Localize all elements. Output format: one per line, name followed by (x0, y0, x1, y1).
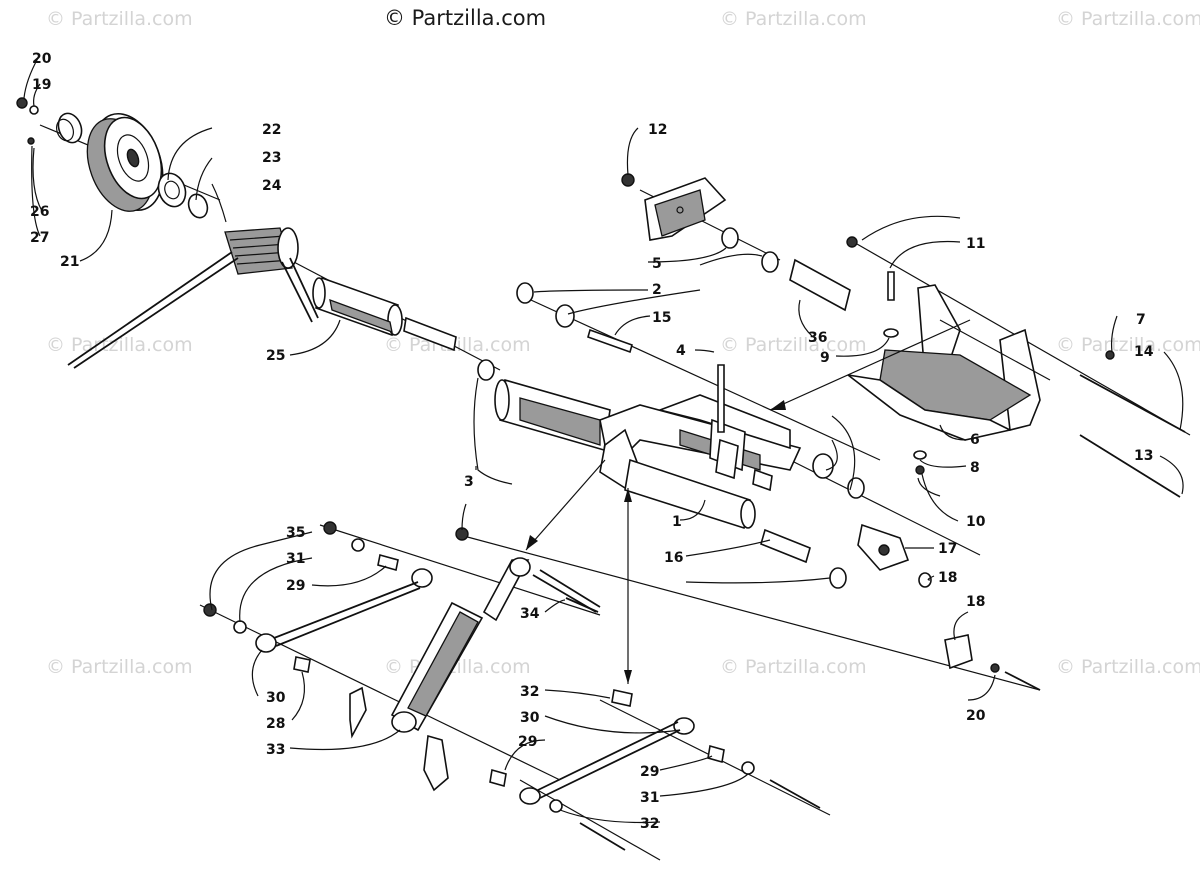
callout-label: 17 (938, 541, 957, 557)
watermark: © Partzilla.com (1056, 656, 1200, 678)
rear-bracket (761, 236, 1186, 498)
watermark: © Partzilla.com (720, 334, 867, 356)
wheel-bearing (157, 172, 209, 219)
callout-label: 1 (672, 514, 682, 530)
callout-label: 30 (266, 690, 286, 706)
spring-tube (312, 276, 457, 352)
callout-label: 31 (286, 551, 305, 567)
torsion-spring (67, 227, 319, 369)
callout-label: 6 (970, 432, 980, 448)
lower-link-arm (489, 597, 821, 851)
callout-labels: 20 19 26 27 21 22 23 24 25 12 5 2 15 4 3… (30, 51, 1154, 832)
idler-wheel (86, 112, 164, 212)
callout-label: 7 (1136, 312, 1146, 328)
callout-label: 28 (266, 716, 285, 732)
callout-label: 29 (286, 578, 305, 594)
callout-label: 8 (970, 460, 980, 476)
callout-label: 30 (520, 710, 540, 726)
callout-label: 22 (262, 122, 281, 138)
wheel-hub-spacer (55, 112, 83, 144)
callout-label: 20 (966, 708, 986, 724)
callout-label: 20 (32, 51, 52, 67)
shaft-bushings (477, 282, 865, 499)
watermark: © Partzilla.com (46, 8, 193, 30)
callout-label: 10 (966, 514, 986, 530)
callout-label: 36 (808, 330, 827, 346)
callout-label: 32 (640, 816, 659, 832)
callout-label: 34 (520, 606, 540, 622)
callout-label: 31 (640, 790, 659, 806)
callout-label: 3 (464, 474, 474, 490)
watermark: © Partzilla.com (1056, 334, 1200, 356)
callout-label: 12 (648, 122, 667, 138)
callout-label: 24 (262, 178, 282, 194)
wheel-bolt-washer (16, 97, 39, 145)
watermark: © Partzilla.com (384, 334, 531, 356)
copyright-text: © Partzilla.com (384, 6, 547, 30)
callout-label: 13 (1134, 448, 1153, 464)
callout-label: 5 (652, 256, 662, 272)
watermark: © Partzilla.com (46, 334, 193, 356)
callout-label: 35 (286, 525, 305, 541)
callout-label: 2 (652, 282, 662, 298)
leader-lines (23, 57, 1184, 824)
shock-absorber (390, 557, 601, 733)
callout-label: 33 (266, 742, 285, 758)
callout-label: 15 (652, 310, 671, 326)
callout-label: 16 (664, 550, 683, 566)
watermark: © Partzilla.com (720, 656, 867, 678)
upper-link-arm (203, 521, 449, 792)
watermark: © Partzilla.com (720, 8, 867, 30)
callout-label: 11 (966, 236, 985, 252)
front-arm-assembly (494, 364, 802, 530)
axis-lines (39, 124, 1191, 861)
callout-label: 29 (640, 764, 659, 780)
callout-label: 21 (60, 254, 79, 270)
callout-label: 29 (518, 734, 537, 750)
watermark: © Partzilla.com (1056, 8, 1200, 30)
callout-label: 19 (32, 77, 51, 93)
callout-label: 25 (266, 348, 285, 364)
callout-label: 32 (520, 684, 539, 700)
callout-label: 4 (676, 343, 686, 359)
top-bracket (621, 173, 739, 249)
watermark: © Partzilla.com (46, 656, 193, 678)
callout-label: 14 (1134, 344, 1154, 360)
callout-label: 26 (30, 204, 49, 220)
assembly-arrows (525, 319, 971, 684)
callout-label: 18 (966, 594, 985, 610)
callout-label: 23 (262, 150, 281, 166)
callout-label: 18 (938, 570, 957, 586)
lower-shaft (455, 523, 1041, 691)
callout-label: 27 (30, 230, 49, 246)
callout-label: 9 (820, 350, 830, 366)
